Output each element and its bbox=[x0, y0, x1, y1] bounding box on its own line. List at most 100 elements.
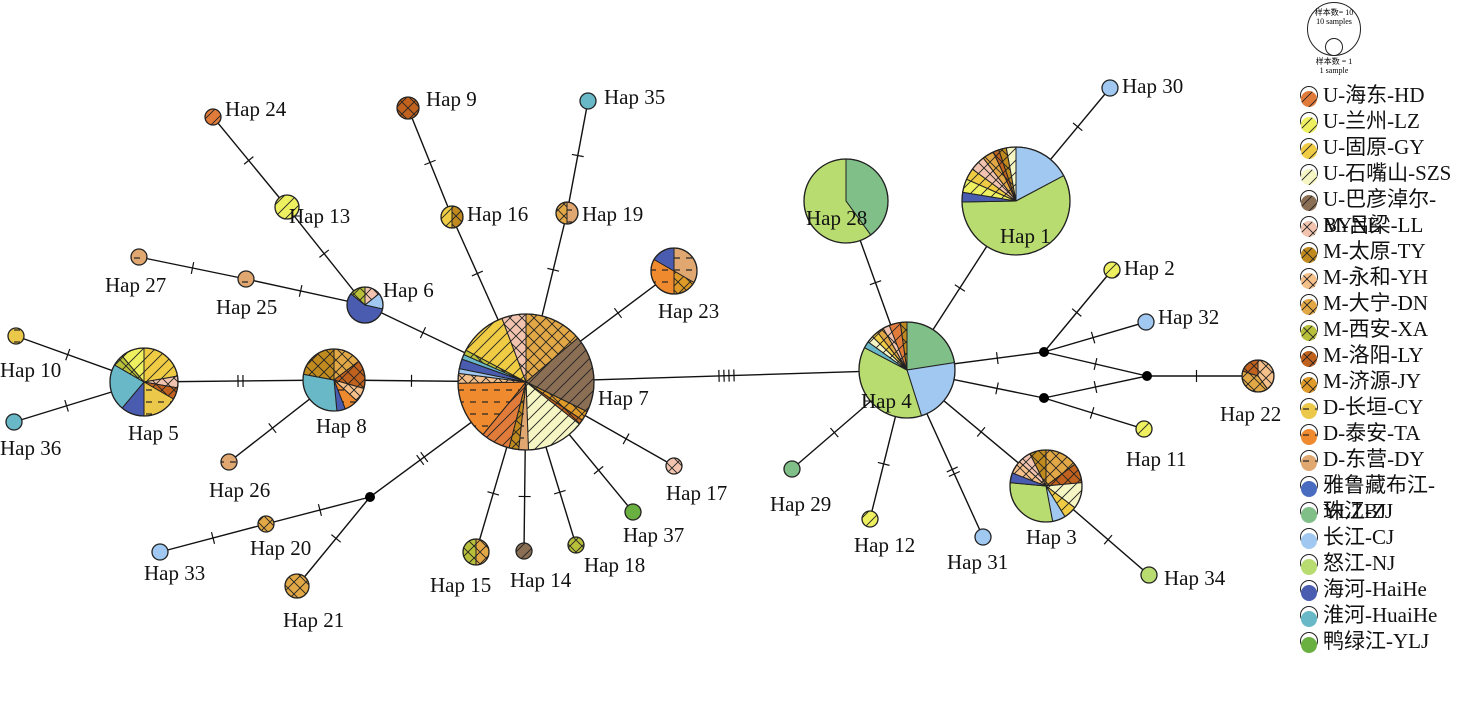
haplotype-node-hap30[interactable] bbox=[1101, 79, 1119, 97]
haplotype-label: Hap 16 bbox=[467, 202, 528, 226]
haplotype-label: Hap 28 bbox=[806, 206, 867, 230]
haplotype-label: Hap 18 bbox=[584, 553, 645, 577]
pie-slice bbox=[516, 543, 532, 559]
legend-item-szs: U-石嘴山-SZS bbox=[1298, 160, 1473, 186]
legend-swatch bbox=[1300, 242, 1318, 263]
haplotype-label: Hap 24 bbox=[225, 97, 287, 121]
mutation-tick bbox=[613, 307, 623, 319]
mutation-tick bbox=[547, 267, 560, 272]
mutation-tick bbox=[424, 159, 436, 166]
legend-label: U-石嘴山-SZS bbox=[1323, 161, 1452, 185]
haplotype-node-hap17[interactable] bbox=[665, 457, 683, 475]
haplotype-node-hap32[interactable] bbox=[1137, 313, 1155, 331]
network-link bbox=[296, 496, 371, 587]
pie-slice bbox=[1136, 421, 1152, 437]
pie-slice bbox=[784, 461, 800, 477]
haplotype-node-hap20[interactable] bbox=[257, 515, 275, 533]
haplotype-label: Hap 22 bbox=[1220, 402, 1281, 426]
pie-slice bbox=[625, 504, 641, 520]
legend-label: M-洛阳-LY bbox=[1323, 343, 1424, 367]
haplotype-node-hap5[interactable] bbox=[109, 347, 179, 417]
legend-item-huaihe: 淮河-HuaiHe bbox=[1298, 602, 1473, 628]
network-link bbox=[1147, 370, 1258, 382]
haplotype-node-hap9[interactable] bbox=[396, 96, 420, 120]
haplotype-node-hap8[interactable] bbox=[302, 348, 366, 412]
haplotype-node-hap3[interactable] bbox=[1009, 449, 1083, 523]
haplotype-node-hap21[interactable] bbox=[284, 573, 310, 599]
legend-swatch bbox=[1300, 86, 1318, 107]
haplotype-node-hap24[interactable] bbox=[204, 108, 222, 126]
pie-slice bbox=[1009, 482, 1054, 523]
median-vector-node bbox=[1039, 393, 1049, 403]
legend-label: 珠江-ZJ bbox=[1323, 499, 1393, 523]
pie-slice bbox=[205, 109, 221, 125]
haplotype-node-hap16[interactable] bbox=[440, 205, 464, 229]
haplotype-node-hap29[interactable] bbox=[783, 460, 801, 478]
scale-circle-1 bbox=[1325, 38, 1343, 56]
legend-swatch bbox=[1300, 164, 1318, 185]
legend-item-ylzbj: 雅鲁藏布江-YLZBJ bbox=[1298, 472, 1473, 523]
haplotype-node-hap10[interactable] bbox=[7, 327, 25, 345]
legend-item-cj: 长江-CJ bbox=[1298, 524, 1473, 550]
legend-swatch bbox=[1300, 294, 1318, 315]
haplotype-label: Hap 23 bbox=[658, 299, 719, 323]
legend-label: U-固原-GY bbox=[1323, 135, 1425, 159]
haplotype-label: Hap 5 bbox=[128, 421, 179, 445]
legend-label: M-太原-TY bbox=[1323, 239, 1426, 263]
haplotype-node-hap15[interactable] bbox=[462, 538, 490, 566]
haplotype-label: Hap 14 bbox=[510, 568, 572, 592]
haplotype-node-hap19[interactable] bbox=[555, 201, 579, 225]
haplotype-node-hap11[interactable] bbox=[1135, 420, 1153, 438]
mutation-tick bbox=[553, 489, 566, 495]
haplotype-node-hap12[interactable] bbox=[861, 510, 879, 528]
legend-label: 海河-HaiHe bbox=[1323, 577, 1427, 601]
haplotype-node-hap26[interactable] bbox=[220, 453, 238, 471]
pie-slice bbox=[8, 328, 24, 344]
legend-swatch bbox=[1300, 372, 1318, 393]
haplotype-node-hap2[interactable] bbox=[1103, 261, 1121, 279]
legend-label: 雅鲁藏布江-YLZBJ bbox=[1323, 473, 1435, 523]
haplotype-node-hap13[interactable] bbox=[274, 194, 300, 220]
haplotype-label: Hap 7 bbox=[598, 386, 649, 410]
haplotype-node-hap36[interactable] bbox=[5, 413, 23, 431]
haplotype-node-hap27[interactable] bbox=[130, 248, 148, 266]
haplotype-node-hap28[interactable] bbox=[803, 158, 889, 244]
mutation-tick bbox=[487, 491, 500, 496]
legend-label: 鸭绿江-YLJ bbox=[1323, 629, 1430, 653]
pie-slice bbox=[1104, 262, 1120, 278]
haplotype-node-hap22[interactable] bbox=[1241, 359, 1275, 393]
legend-label: 怒江-NJ bbox=[1323, 551, 1396, 575]
legend-item-dn: M-大宁-DN bbox=[1298, 290, 1473, 316]
haplotype-node-hap18[interactable] bbox=[567, 536, 585, 554]
haplotype-node-hap23[interactable] bbox=[650, 247, 698, 295]
haplotype-node-hap31[interactable] bbox=[974, 528, 992, 546]
haplotype-node-hap1[interactable] bbox=[961, 146, 1071, 256]
haplotype-node-hap25[interactable] bbox=[237, 270, 255, 288]
legend-swatch bbox=[1300, 476, 1318, 497]
legend-label: M-西安-XA bbox=[1323, 317, 1428, 341]
mutation-tick bbox=[64, 399, 69, 412]
legend-swatch bbox=[1300, 268, 1318, 289]
pie-slice bbox=[1102, 80, 1118, 96]
pie-slice bbox=[862, 511, 878, 527]
haplotype-node-hap14[interactable] bbox=[515, 542, 533, 560]
haplotype-node-hap4[interactable] bbox=[858, 321, 956, 419]
legend-swatch bbox=[1300, 606, 1318, 627]
legend-item-lz: U-兰州-LZ bbox=[1298, 108, 1473, 134]
pie-slice bbox=[906, 321, 956, 371]
network-link bbox=[1043, 321, 1147, 353]
legend-label: M-大宁-DN bbox=[1323, 291, 1428, 315]
haplotype-node-hap7[interactable] bbox=[457, 313, 595, 451]
haplotype-node-hap37[interactable] bbox=[624, 503, 642, 521]
legend-swatch bbox=[1300, 502, 1318, 523]
haplotype-node-hap33[interactable] bbox=[151, 543, 169, 561]
legend-label: M-永和-YH bbox=[1323, 265, 1428, 289]
haplotype-label: Hap 3 bbox=[1026, 525, 1077, 549]
haplotype-node-hap6[interactable] bbox=[346, 286, 384, 324]
haplotype-node-hap35[interactable] bbox=[579, 92, 597, 110]
legend-label: 长江-CJ bbox=[1323, 525, 1395, 549]
legend-label: M-济源-JY bbox=[1323, 369, 1421, 393]
pie-slice bbox=[451, 205, 464, 229]
haplotype-node-hap34[interactable] bbox=[1140, 566, 1158, 584]
